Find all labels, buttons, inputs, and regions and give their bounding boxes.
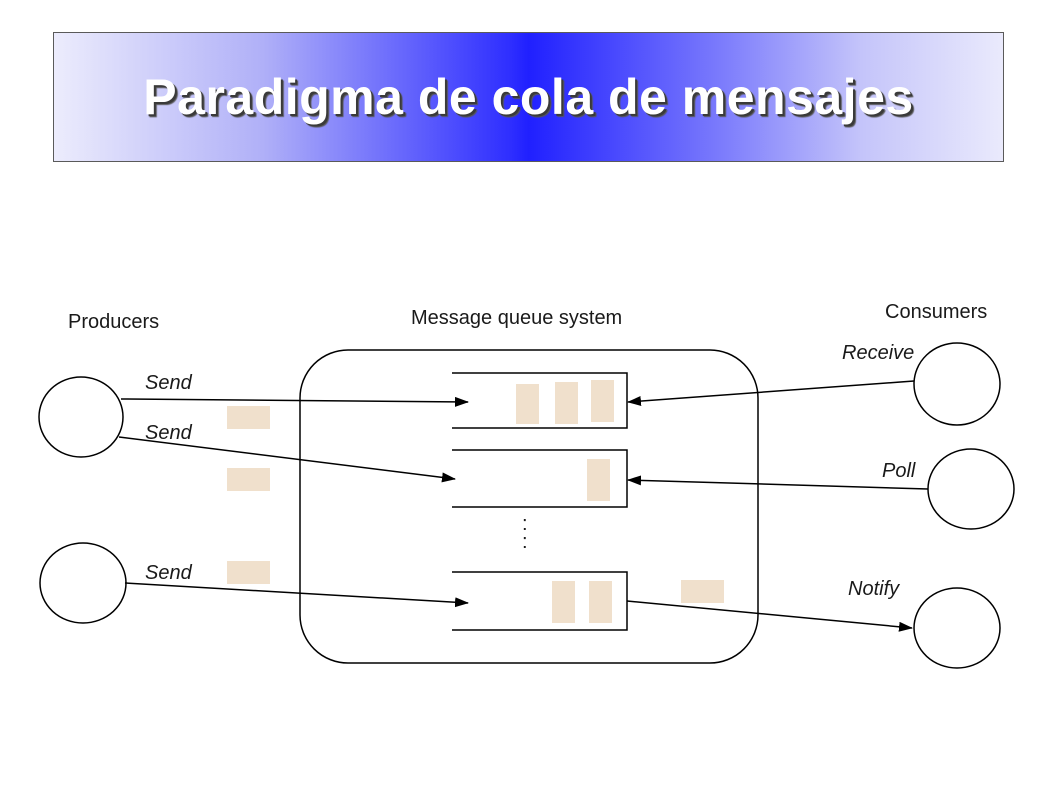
queue-1-message-2 xyxy=(555,382,578,424)
send-label-2: Send xyxy=(145,422,193,444)
queue-ellipsis-lower: : xyxy=(522,531,528,553)
title-banner: Paradigma de cola de mensajes xyxy=(53,32,1004,162)
consumer-receive-node xyxy=(913,342,1001,426)
producers-label: Producers xyxy=(68,311,159,333)
send-label-1: Send xyxy=(145,372,193,394)
consumers-label: Consumers xyxy=(885,301,987,323)
transit-message-send-1 xyxy=(227,406,270,429)
poll-arrow xyxy=(627,475,929,490)
queue-ellipsis-upper: : xyxy=(522,513,528,535)
send-arrow-2 xyxy=(118,436,456,483)
page-title: Paradigma de cola de mensajes xyxy=(143,69,914,125)
queue-1-message-1 xyxy=(516,384,539,424)
send-arrow-1 xyxy=(120,396,469,407)
queue-3-message-1 xyxy=(552,581,575,623)
transit-message-send-2 xyxy=(227,468,270,491)
transit-message-notify xyxy=(681,580,724,603)
send-label-3: Send xyxy=(145,562,193,584)
queue-2 xyxy=(452,449,628,508)
queue-2-message-1 xyxy=(587,459,610,501)
producer-2-node xyxy=(39,542,127,624)
queue-1-message-3 xyxy=(591,380,614,422)
notify-label: Notify xyxy=(848,578,900,600)
receive-label: Receive xyxy=(842,342,914,364)
queue-3-message-2 xyxy=(589,581,612,623)
notify-arrow xyxy=(626,600,913,632)
message-queue-system-box xyxy=(299,349,759,664)
send-arrow-3 xyxy=(124,582,469,608)
transit-message-send-3 xyxy=(227,561,270,584)
consumer-poll-node xyxy=(927,448,1015,530)
poll-label: Poll xyxy=(882,460,916,482)
system-label: Message queue system xyxy=(411,307,622,329)
queue-1 xyxy=(452,372,628,429)
producer-1-node xyxy=(38,376,124,458)
consumer-notify-node xyxy=(913,587,1001,669)
receive-arrow xyxy=(627,380,915,407)
